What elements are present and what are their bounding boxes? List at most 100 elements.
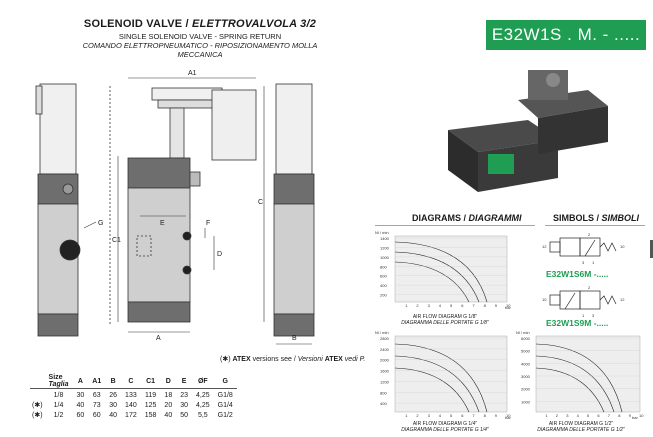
- size-label: Size: [48, 374, 63, 381]
- table-size-header: Size Taglia: [45, 374, 73, 389]
- chart2-curve-2: [394, 355, 480, 413]
- col-header: C1: [146, 377, 156, 385]
- chart3-caption: AIR FLOW DIAGRAM G 1/2" DIAGRAMMA DELLE …: [516, 421, 646, 433]
- chart1-caption: AIR FLOW DIAGRAM G 1/8" DIAGRAMMA DELLE …: [375, 314, 515, 326]
- chart1-unit: Nl / min: [375, 230, 389, 235]
- chart2-caption: AIR FLOW DIAGRAM G 1/4" DIAGRAMMA DELLE …: [375, 421, 515, 433]
- diagrams-header-en: DIAGRAMS /: [412, 213, 469, 223]
- x-tick-label: 7: [608, 413, 611, 418]
- product-code-badge: E32W1S . M. - .....: [486, 20, 646, 50]
- y-tick-label: 400: [380, 401, 387, 406]
- sym1-port-3: 3: [582, 260, 585, 265]
- col-header: A1: [92, 377, 102, 385]
- diagrams-header: DIAGRAMS / DIAGRAMMI: [412, 213, 522, 223]
- table-cell: 30: [109, 401, 118, 409]
- chart2-xunit: bar: [505, 415, 511, 420]
- chart3-curve-3: [535, 367, 605, 413]
- side-view: [273, 83, 315, 345]
- x-tick-label: 10: [506, 303, 511, 308]
- dim-E: E: [160, 220, 165, 227]
- x-tick-label: 6: [461, 303, 464, 308]
- x-tick-label: 8: [484, 413, 487, 418]
- col-header: ØF: [197, 377, 208, 385]
- chart3-caption-it: DIAGRAMMA DELLE PORTATE G 1/2": [537, 427, 625, 433]
- symbol-code-1: E32W1S6M -.....: [546, 269, 609, 279]
- x-tick-label: 10: [639, 413, 644, 418]
- y-tick-label: 1000: [521, 399, 531, 404]
- table-cell: 60: [92, 411, 101, 419]
- x-tick-label: 4: [439, 413, 442, 418]
- y-tick-label: 200: [380, 293, 387, 298]
- table-cell: G1/8: [217, 391, 233, 399]
- chart1-curve-1: [394, 241, 488, 303]
- chart1-plot: [394, 235, 508, 303]
- y-tick-label: 1200: [380, 245, 390, 250]
- sym2-port-12: 12: [620, 297, 625, 302]
- x-tick-label: 6: [597, 413, 600, 418]
- chart3-curve-1: [535, 343, 623, 413]
- table-cell: 5,5: [197, 411, 208, 419]
- table-cell: 125: [144, 401, 157, 409]
- y-tick-label: 6000: [521, 336, 531, 341]
- table-cell: 73: [92, 401, 101, 409]
- chart1-curve-3: [394, 261, 470, 303]
- col-header: A: [77, 377, 83, 385]
- dim-A1: A1: [188, 70, 197, 77]
- chart2-caption-it: DIAGRAMMA DELLE PORTATE G 1/4": [401, 427, 489, 433]
- x-tick-label: 2: [416, 303, 419, 308]
- x-tick-label: 9: [495, 413, 498, 418]
- size-cell: 1/4: [53, 401, 64, 409]
- dimension-lines: [83, 77, 265, 333]
- y-tick-label: 800: [380, 390, 387, 395]
- y-tick-label: 1400: [380, 236, 390, 241]
- page-edge-marker: [650, 240, 653, 258]
- chart3-caption-en: AIR FLOW DIAGRAM G 1/2": [548, 421, 614, 427]
- chart2-curve-1: [394, 343, 488, 413]
- table-cell: 63: [92, 391, 101, 399]
- size-cell: 1/8: [53, 391, 64, 399]
- sym1-port-2: 2: [588, 232, 591, 237]
- atex-text-1: versions see /: [250, 356, 298, 363]
- y-tick-label: 2000: [521, 387, 531, 392]
- sym1-port-10: 10: [620, 244, 625, 249]
- flow-chart-1-4: Nl / min bar 280024002000160012008004001…: [375, 330, 511, 420]
- sym1-port-12: 12: [542, 244, 547, 249]
- dim-G: G: [98, 220, 103, 227]
- x-tick-label: 1: [545, 413, 548, 418]
- table-cell: 20: [164, 401, 173, 409]
- y-tick-label: 1000: [380, 255, 390, 260]
- y-tick-label: 600: [380, 274, 387, 279]
- diagrams-underline: [375, 225, 535, 227]
- y-tick-label: 4000: [521, 361, 531, 366]
- x-tick-label: 5: [450, 413, 453, 418]
- symbols-underline: [545, 225, 645, 227]
- table-cell: 4,25: [196, 401, 210, 409]
- left-view: [35, 83, 81, 337]
- y-tick-label: 2400: [380, 347, 390, 352]
- col-header: B: [110, 377, 116, 385]
- atex-marker: (✱): [32, 402, 43, 409]
- y-tick-label: 800: [380, 264, 387, 269]
- technical-drawing: A1 C1 C G E F D A B: [35, 70, 315, 345]
- col-header: D: [165, 377, 171, 385]
- y-tick-label: 5000: [521, 349, 531, 354]
- front-view: [109, 86, 257, 326]
- table-cell: 133: [125, 391, 137, 399]
- x-tick-label: 1: [405, 413, 408, 418]
- symbol-code-2: E32W1S9M -.....: [546, 318, 609, 328]
- symbols-header-it: SIMBOLI: [601, 213, 640, 223]
- table-cell: 60: [76, 411, 85, 419]
- chart2-unit: Nl / min: [375, 330, 389, 335]
- x-tick-label: 4: [577, 413, 580, 418]
- chart1-caption-it: DIAGRAMMA DELLE PORTATE G 1/8": [401, 320, 489, 326]
- chart3-xunit: bar: [632, 415, 638, 420]
- table-cell: 40: [164, 411, 173, 419]
- table-cell: 30: [180, 401, 189, 409]
- table-cell: 140: [125, 401, 137, 409]
- chart3-unit: Nl / min: [516, 330, 530, 335]
- atex-bold-1: ATEX: [232, 356, 251, 363]
